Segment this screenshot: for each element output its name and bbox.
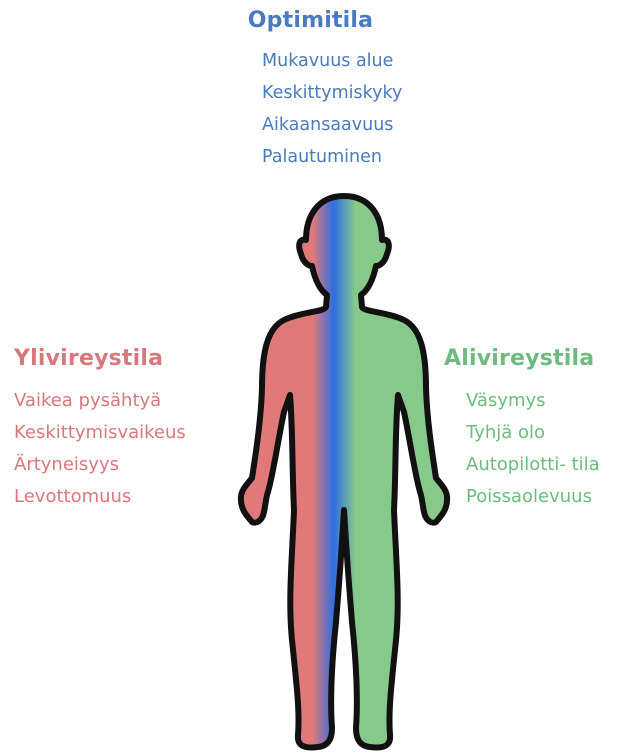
hyperarousal-zone-item: Keskittymisvaikeus <box>14 417 186 449</box>
hyperarousal-zone-list: Vaikea pysähtyä Keskittymisvaikeus Ärtyn… <box>14 385 186 513</box>
hypoarousal-zone-title: Alivireystila <box>444 346 600 371</box>
optimal-zone-item: Aikaansaavuus <box>262 109 452 141</box>
optimal-zone-item: Palautuminen <box>262 141 452 173</box>
human-body-silhouette-icon <box>241 196 447 748</box>
hyperarousal-zone-item: Ärtyneisyys <box>14 449 186 481</box>
hyperarousal-zone-item: Vaikea pysähtyä <box>14 385 186 417</box>
hyperarousal-zone-title: Ylivireystila <box>14 346 186 371</box>
hyperarousal-zone-panel: Ylivireystila Vaikea pysähtyä Keskittymi… <box>14 346 186 513</box>
hypoarousal-zone-item: Väsymys <box>466 385 600 417</box>
optimal-zone-title: Optimitila <box>0 8 621 33</box>
hypoarousal-zone-panel: Alivireystila Väsymys Tyhjä olo Autopilo… <box>444 346 600 513</box>
hypoarousal-zone-item: Autopilotti- tila <box>466 449 600 481</box>
hypoarousal-zone-list: Väsymys Tyhjä olo Autopilotti- tila Pois… <box>444 385 600 513</box>
optimal-zone-item: Keskittymiskyky <box>262 77 452 109</box>
hypoarousal-zone-item: Poissaolevuus <box>466 481 600 513</box>
hypoarousal-zone-item: Tyhjä olo <box>466 417 600 449</box>
hyperarousal-zone-item: Levottomuus <box>14 481 186 513</box>
optimal-zone-panel: Optimitila Mukavuus alue Keskittymiskyky… <box>0 8 621 173</box>
optimal-zone-item: Mukavuus alue <box>262 45 452 77</box>
optimal-zone-list: Mukavuus alue Keskittymiskyky Aikaansaav… <box>262 45 452 173</box>
